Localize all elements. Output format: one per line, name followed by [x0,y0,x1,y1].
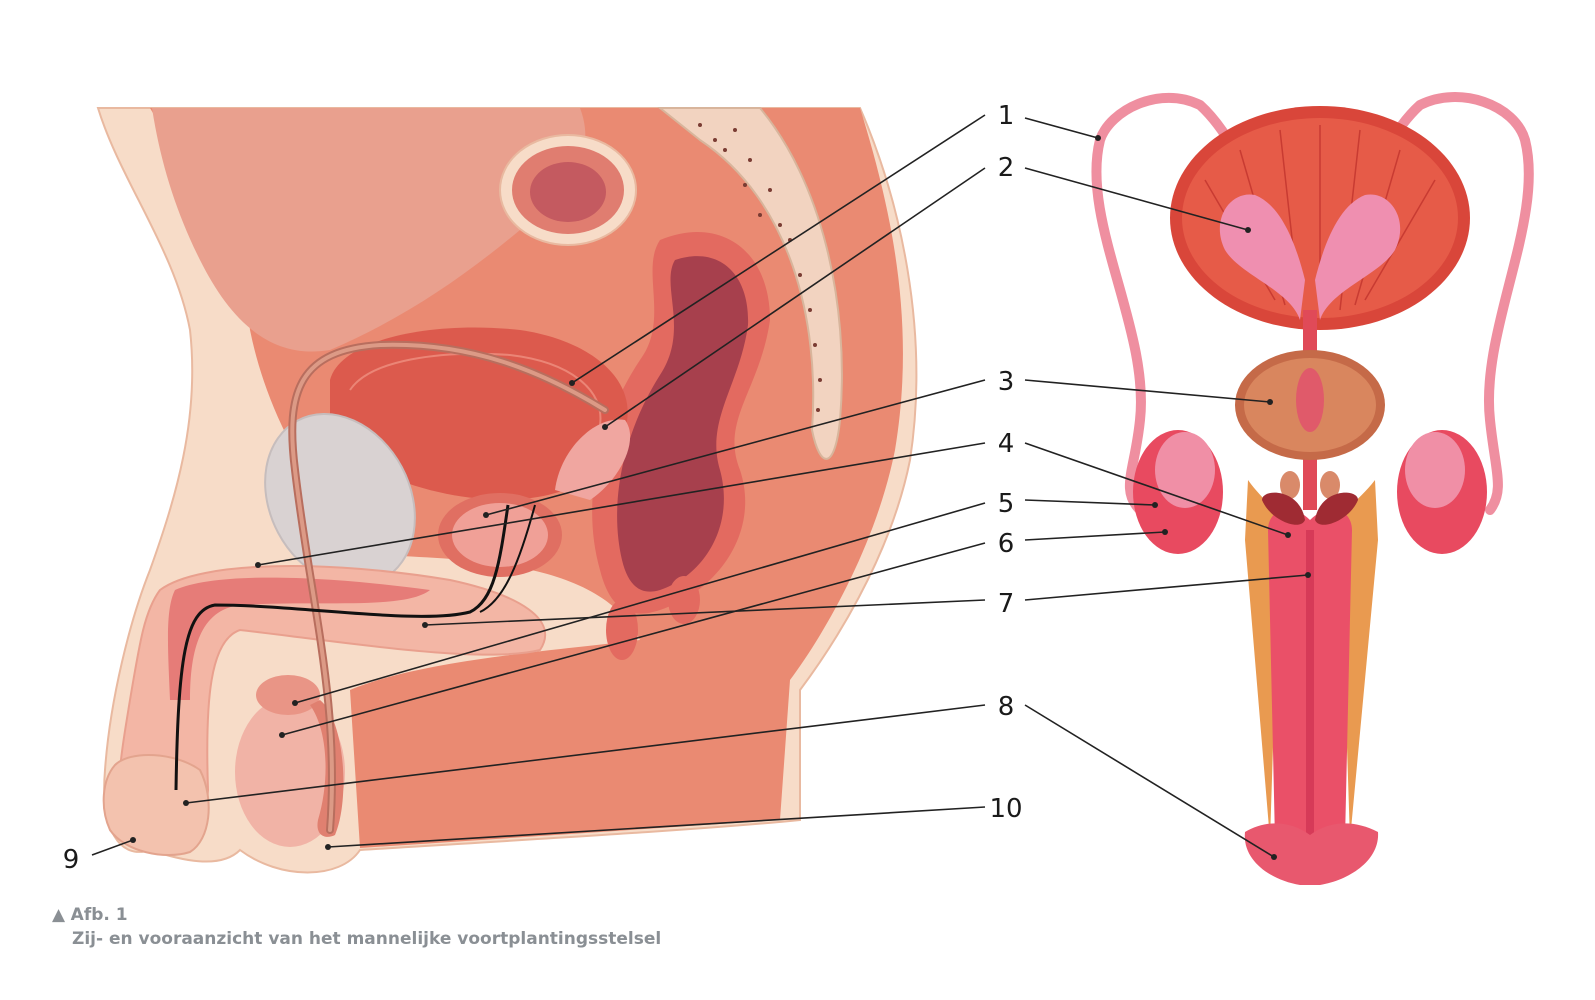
label-7: 7 [998,589,1015,619]
bladder-highlight [349,352,602,426]
epididymis-head [256,675,320,715]
number-labels: 1 2 3 4 5 6 7 8 9 10 [63,101,1023,875]
label-2: 2 [998,153,1015,183]
label-3: 3 [998,367,1015,397]
label-5: 5 [998,489,1015,519]
label-8: 8 [998,692,1015,722]
bone-texture [698,123,822,412]
caption-triangle-icon: ▲ [52,905,66,925]
side-view-illustration [96,107,918,874]
intestine-lumen [530,162,606,222]
front-seminal-vesicle-right [1315,194,1401,320]
label-6: 6 [998,529,1015,559]
prostate-inner [452,503,548,567]
caption-number: Afb. 1 [70,905,128,925]
front-view-illustration [1091,92,1534,885]
label-1: 1 [998,101,1015,131]
sacrum [657,107,843,460]
glans [102,754,210,856]
leader-lines [91,114,1311,860]
testis [235,697,345,847]
figure-caption: ▲ Afb. 1 Zij- en vooraanzicht van het ma… [52,903,661,951]
corpus-cavernosum [167,577,430,700]
rectum-lumen [617,256,749,592]
sphincter-right [668,576,700,624]
abdominal-cavity [152,108,586,352]
label-9: 9 [63,845,80,875]
bladder [330,327,628,500]
label-10: 10 [989,794,1022,824]
label-4: 4 [998,429,1015,459]
urethra [174,504,510,791]
front-glans [1244,823,1379,885]
seminal-vesicle [555,419,631,500]
caption-text: Zij- en vooraanzicht van het mannelijke … [72,929,662,949]
front-seminal-vesicle-left [1219,194,1305,320]
